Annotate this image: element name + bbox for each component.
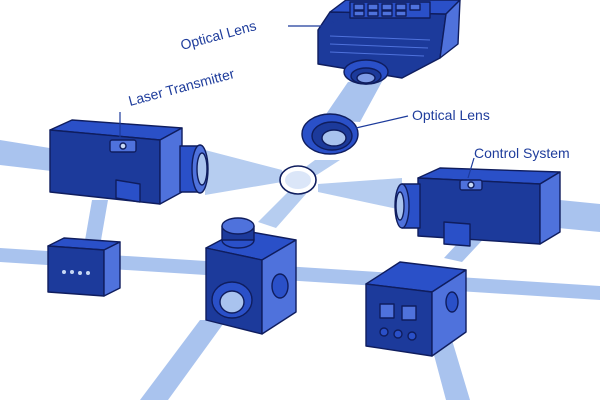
laser-transmitter-device: [49, 119, 209, 205]
top-camera-lens-glass: [356, 72, 376, 84]
control-system-port: [443, 221, 471, 247]
small-module-side: [103, 241, 121, 297]
small-module-device: [47, 237, 121, 297]
disc-glass: [285, 171, 311, 189]
laser-transmitter-indicator: [119, 142, 127, 150]
laser-transmitter-front: [159, 127, 183, 205]
optical-lens-ring: [301, 113, 359, 155]
top-camera-fins: [329, 35, 431, 57]
beam-transmitter-cone: [205, 150, 282, 195]
junction-box-side: [431, 269, 467, 357]
laser-transmitter-lens-glass: [196, 152, 208, 186]
callout-leaders: [119, 17, 475, 179]
small-module-leds: [62, 270, 90, 275]
junction-box-slot-b: [401, 305, 417, 321]
beam-control-cone: [318, 178, 402, 210]
leader-control-system: [467, 157, 475, 179]
leader-optical-lens-mid: [355, 115, 409, 129]
conduit-lower-left: [140, 320, 226, 400]
top-camera-device: [317, 0, 461, 85]
optical-cube-device: [205, 217, 297, 335]
junction-box-side-port: [445, 291, 459, 313]
beam-combiner-disc: [279, 165, 317, 195]
beam-right-output: [558, 200, 600, 232]
label-laser-transmitter: Laser Transmitter: [127, 65, 237, 109]
control-system-lens-glass: [395, 191, 405, 221]
beam-disc-to-cube: [258, 192, 306, 228]
top-camera-keys: [353, 3, 421, 17]
cube-side-port: [271, 273, 289, 299]
control-system-front: [539, 171, 561, 245]
label-control-system: Control System: [474, 145, 570, 161]
conduit-vertical-left: [84, 200, 108, 246]
junction-box-front: [365, 283, 433, 357]
beam-left-input: [0, 140, 62, 172]
label-optical-lens-mid: Optical Lens: [412, 107, 490, 123]
laser-transmitter-port: [115, 179, 141, 203]
cube-cap-lid: [221, 217, 255, 235]
junction-box-slot-a: [379, 303, 395, 319]
conduit-lower-right: [430, 340, 470, 400]
top-camera-body-front: [439, 0, 461, 59]
control-system-device: [394, 167, 561, 247]
label-optical-lens-top: Optical Lens: [179, 17, 258, 53]
lens-ring-glass: [321, 129, 347, 147]
cube-lens-glass: [219, 290, 245, 314]
small-module-front: [47, 245, 105, 297]
leader-optical-lens-top: [288, 17, 343, 27]
beam-top-camera: [322, 78, 384, 122]
junction-box-device: [365, 261, 467, 357]
laser-transmitter-side: [49, 129, 161, 205]
control-system-indicator: [467, 181, 475, 189]
junction-box-ports: [379, 327, 417, 341]
